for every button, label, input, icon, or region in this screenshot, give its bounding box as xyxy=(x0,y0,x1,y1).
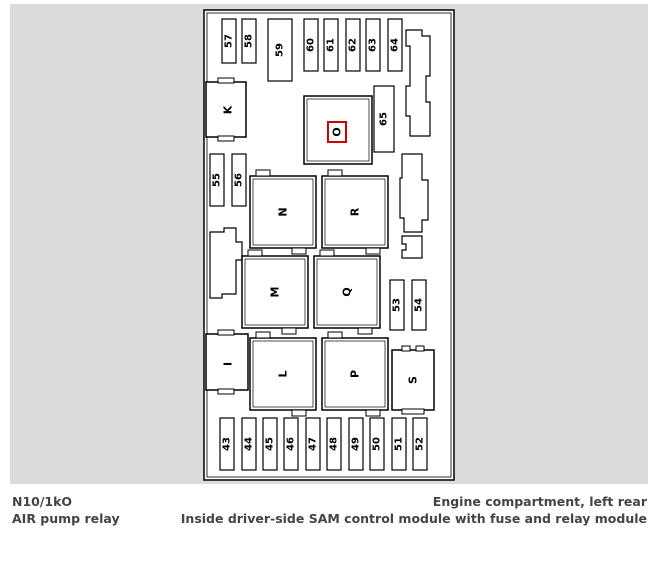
svg-text:46: 46 xyxy=(286,437,297,451)
fuse-57: 57 xyxy=(221,18,237,64)
svg-text:56: 56 xyxy=(234,173,245,187)
module-caption: Inside driver-side SAM control module wi… xyxy=(180,511,647,526)
fuse-62: 62 xyxy=(345,18,361,72)
component-name-caption: AIR pump relay xyxy=(12,511,120,526)
fuse-relay-diagram: K I O S N xyxy=(203,9,455,481)
fuse-63: 63 xyxy=(365,18,381,72)
relay-q: Q xyxy=(313,249,381,335)
module-inner-frame xyxy=(206,12,452,478)
fuse-56: 56 xyxy=(231,153,247,207)
fuse-52: 52 xyxy=(412,417,428,471)
fuse-45: 45 xyxy=(262,417,278,471)
svg-text:62: 62 xyxy=(348,38,359,52)
relay-l: L xyxy=(249,331,317,417)
svg-text:58: 58 xyxy=(244,34,255,48)
svg-text:53: 53 xyxy=(392,298,403,312)
fuse-44: 44 xyxy=(241,417,257,471)
relay-s: S xyxy=(391,345,435,415)
svg-text:45: 45 xyxy=(265,437,276,451)
relay-label-n: N xyxy=(277,207,290,216)
svg-text:43: 43 xyxy=(222,437,233,451)
component-id-caption: N10/1kO xyxy=(12,494,73,509)
svg-text:65: 65 xyxy=(379,112,390,126)
relay-label-p: P xyxy=(349,370,362,378)
svg-text:60: 60 xyxy=(306,38,317,52)
relay-n: N xyxy=(249,169,317,255)
relay-label-l: L xyxy=(277,370,290,377)
relay-label-i: I xyxy=(222,362,235,366)
fuse-54: 54 xyxy=(411,279,427,331)
relay-r: R xyxy=(321,169,389,255)
svg-text:52: 52 xyxy=(415,437,426,451)
fuse-65: 65 xyxy=(373,85,395,153)
connector-small-right xyxy=(401,235,423,259)
fuse-61: 61 xyxy=(323,18,339,72)
fuse-47: 47 xyxy=(305,417,321,471)
svg-text:57: 57 xyxy=(224,34,235,48)
svg-text:49: 49 xyxy=(351,437,362,451)
relay-i: I xyxy=(205,329,249,395)
relay-label-s: S xyxy=(407,376,420,384)
relay-label-o: O xyxy=(331,127,344,136)
fuse-43: 43 xyxy=(219,417,235,471)
fuse-60: 60 xyxy=(303,18,319,72)
relay-o: O xyxy=(303,95,373,165)
svg-text:54: 54 xyxy=(414,298,425,312)
svg-text:63: 63 xyxy=(368,38,379,52)
svg-text:61: 61 xyxy=(326,38,337,52)
relay-label-q: Q xyxy=(341,287,354,296)
diagram-panel: K I O S N xyxy=(10,4,648,484)
svg-text:55: 55 xyxy=(212,173,223,187)
svg-text:64: 64 xyxy=(390,38,401,52)
connector-mid-right xyxy=(399,153,429,233)
highlight-marker xyxy=(327,121,347,143)
fuse-58: 58 xyxy=(241,18,257,64)
svg-text:59: 59 xyxy=(275,43,286,57)
relay-label-k: K xyxy=(222,105,235,114)
location-caption: Engine compartment, left rear xyxy=(432,494,647,509)
fuse-50: 50 xyxy=(369,417,385,471)
relay-k: K xyxy=(205,77,247,142)
fuse-64: 64 xyxy=(387,18,403,72)
svg-text:44: 44 xyxy=(244,437,255,451)
svg-text:48: 48 xyxy=(329,437,340,451)
relay-p: P xyxy=(321,331,389,417)
svg-text:47: 47 xyxy=(308,437,319,451)
relay-label-m: M xyxy=(269,287,282,298)
svg-text:50: 50 xyxy=(372,437,383,451)
fuse-49: 49 xyxy=(348,417,364,471)
svg-text:51: 51 xyxy=(394,437,405,451)
fuse-55: 55 xyxy=(209,153,225,207)
fuse-59: 59 xyxy=(267,18,293,82)
fuse-48: 48 xyxy=(326,417,342,471)
fuse-46: 46 xyxy=(283,417,299,471)
relay-label-r: R xyxy=(349,207,362,216)
fuse-53: 53 xyxy=(389,279,405,331)
relay-m: M xyxy=(241,249,309,335)
fuse-51: 51 xyxy=(391,417,407,471)
connector-top-right xyxy=(405,29,431,137)
